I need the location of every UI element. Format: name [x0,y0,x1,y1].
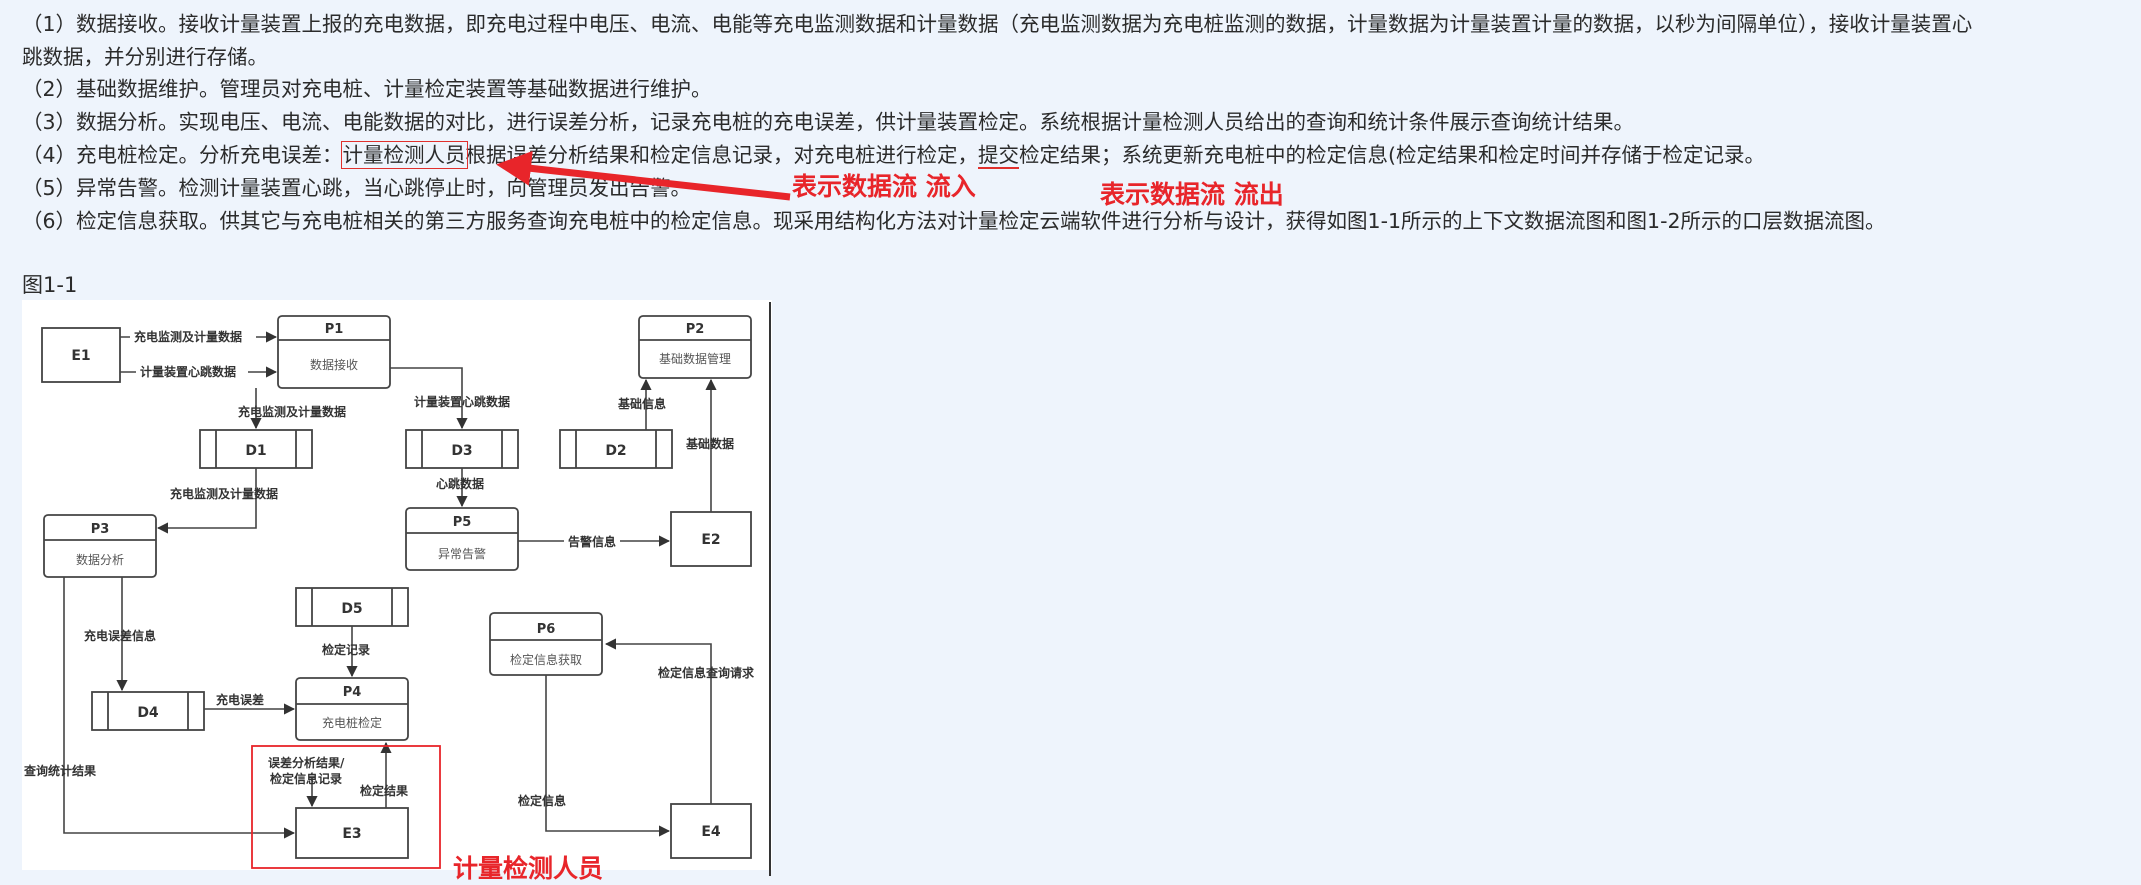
entity-e4: E4 [670,803,752,859]
entity-e2: E2 [670,511,752,567]
store-d3: D3 [405,429,519,469]
process-p5-id: P5 [453,515,472,530]
figure-divider [769,302,771,876]
process-p1: P1 数据接收 [277,315,391,389]
process-p3: P3 数据分析 [43,514,157,578]
label-e1-p1-b: 计量装置心跳数据 [140,364,236,379]
process-p4-name: 充电桩检定 [322,715,382,730]
label-e4-p6: 检定信息查询请求 [658,665,755,680]
process-p1-id: P1 [325,322,344,337]
label-p2-d2: 基础信息 [617,396,666,411]
store-d4-label: D4 [137,705,159,721]
annotation-flow-in: 表示数据流 流入 [792,172,976,201]
paragraph-4: （4）充电桩检定。分析充电误差：计量检测人员根据误差分析结果和检定信息记录，对充… [22,139,2132,172]
label-p6-e4: 检定信息 [518,793,566,808]
store-d5: D5 [295,587,409,627]
context-dfd-diagram: E1 E2 E3 E4 P1 数据接收 P2 基础数据管理 [22,300,772,870]
process-p6: P6 检定信息获取 [489,612,603,676]
process-p3-name: 数据分析 [76,552,124,567]
p4-highlight-person: 计量检测人员 [340,141,468,169]
flow-p1-d3 [390,367,468,430]
process-p4: P4 充电桩检定 [295,677,409,741]
store-d2: D2 [559,429,673,469]
paragraph-6: （6）检定信息获取。供其它与充电桩相关的第三方服务查询充电桩中的检定信息。现采用… [22,209,1886,233]
flow-p3-e3 [63,577,296,839]
process-p1-name: 数据接收 [310,357,358,372]
process-p4-id: P4 [343,685,362,700]
store-d1-label: D1 [245,443,266,459]
label-p1-d3: 计量装置心跳数据 [414,394,510,409]
label-p5-e2: 告警信息 [568,534,616,549]
store-d1: D1 [199,429,313,469]
entity-e1-label: E1 [71,348,90,364]
label-p4-e3: 检定结果 [360,783,408,798]
entity-e2-label: E2 [701,532,720,548]
store-d5-label: D5 [341,601,362,617]
label-e3-p4-b: 检定信息记录 [270,771,342,786]
entity-e1: E1 [41,327,121,383]
process-p3-id: P3 [91,522,110,537]
entity-e3: E3 [295,807,409,859]
process-p5: P5 异常告警 [405,507,519,571]
label-e2-p2: 基础数据 [685,436,734,451]
store-d2-label: D2 [605,443,626,459]
paragraph-5: （5）异常告警。检测计量装置心跳，当心跳停止时，向管理员发出告警。 [22,176,692,200]
p4-underline-submit: 提交 [978,143,1020,169]
diagram-background [22,300,772,870]
store-d3-label: D3 [451,443,472,459]
label-e1-p1-a: 充电监测及计量数据 [134,329,242,344]
process-p6-name: 检定信息获取 [510,652,582,667]
label-d1-p3: 充电监测及计量数据 [170,486,278,501]
paragraph-1: （1）数据接收。接收计量装置上报的充电数据，即充电过程中电压、电流、电能等充电监… [22,12,1973,36]
store-d4: D4 [91,691,205,731]
paragraph-1-cont: 跳数据，并分别进行存储。 [22,45,268,69]
flow-p6-e4 [545,675,671,837]
p4-prefix: （4）充电桩检定。分析充电误差： [22,143,343,167]
flow-e4-p6 [604,638,712,804]
figure-label: 图1-1 [22,273,78,297]
label-e3-p4-a: 误差分析结果/ [268,755,345,770]
entity-e3-label: E3 [342,826,361,842]
p4-suffix: 检定结果；系统更新充电桩中的检定信息(检定结果和检定时间并存储于检定记录。 [1019,143,1766,167]
paragraph-3: （3）数据分析。实现电压、电流、电能数据的对比，进行误差分析，记录充电桩的充电误… [22,110,1635,134]
process-p2: P2 基础数据管理 [638,315,752,379]
label-p3-e3: 查询统计结果 [23,763,96,778]
label-p1-d1: 充电监测及计量数据 [238,404,346,419]
paragraph-2: （2）基础数据维护。管理员对充电桩、计量检定装置等基础数据进行维护。 [22,77,712,101]
annotation-flow-out: 表示数据流 流出 [1100,180,1284,209]
flow-d1-p3 [156,468,257,534]
annotation-person: 计量检测人员 [453,854,604,883]
process-p2-id: P2 [686,322,705,337]
process-p6-id: P6 [537,622,556,637]
label-p3-d4: 充电误差信息 [84,628,156,643]
process-p2-name: 基础数据管理 [659,351,731,366]
label-d3-p5: 心跳数据 [436,476,484,491]
label-d4-p4: 充电误差 [216,692,264,707]
highlight-box-e3 [251,745,441,869]
process-p5-name: 异常告警 [438,546,486,561]
p4-middle: 根据误差分析结果和检定信息记录，对充电桩进行检定， [465,143,979,167]
label-d5-p4: 检定记录 [322,642,370,657]
entity-e4-label: E4 [701,824,721,840]
